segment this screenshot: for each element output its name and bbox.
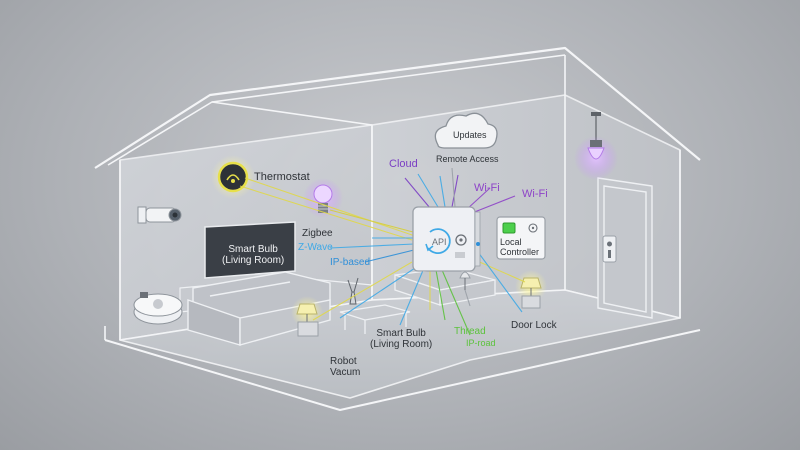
cloud-icon bbox=[434, 112, 498, 149]
lamp-icon-right bbox=[515, 270, 547, 309]
thread-label: Thread bbox=[454, 326, 486, 337]
remote-access-label: Remote Access bbox=[436, 154, 499, 164]
vase-icon bbox=[347, 277, 359, 305]
table-lamp-icon bbox=[459, 271, 471, 290]
coffee-table bbox=[339, 304, 411, 334]
door-lock-icon bbox=[602, 235, 617, 263]
local-controller-label: Local Controller bbox=[500, 237, 540, 257]
local-controller-icon bbox=[496, 216, 546, 260]
wifi-label-2: Wi-Fi bbox=[522, 188, 548, 200]
smart-bulb-tv-label: Smart Bulb (Living Room) bbox=[222, 244, 285, 266]
hub-icon bbox=[412, 206, 481, 272]
updates-label: Updates bbox=[453, 130, 487, 140]
front-door bbox=[597, 177, 653, 319]
ip-road-label: IP-road bbox=[466, 338, 496, 348]
thermostat-label: Thermostat bbox=[254, 171, 310, 183]
pendant-bulb-icon bbox=[574, 112, 618, 180]
wifi-label-1: Wi-Fi bbox=[474, 182, 500, 194]
thermostat-icon bbox=[211, 155, 255, 199]
door-lock-label: Door Lock bbox=[511, 320, 557, 331]
ip-based-label: IP-based bbox=[330, 257, 371, 268]
connection-lines bbox=[239, 167, 526, 336]
robot-vacuum-icon bbox=[133, 292, 183, 325]
z-wave-label: Z-Wave bbox=[298, 242, 333, 253]
zigbee-label: Zigbee bbox=[302, 228, 333, 239]
lamp-icon bbox=[291, 296, 323, 337]
media-console bbox=[394, 267, 496, 306]
robot-vacum-label: Robot Vacum bbox=[330, 356, 361, 378]
cloud-label: Cloud bbox=[389, 158, 418, 170]
api-label: API bbox=[432, 237, 447, 247]
security-camera-icon bbox=[137, 206, 182, 224]
smart-bulb-floor-label: Smart Bulb (Living Room) bbox=[370, 328, 433, 350]
